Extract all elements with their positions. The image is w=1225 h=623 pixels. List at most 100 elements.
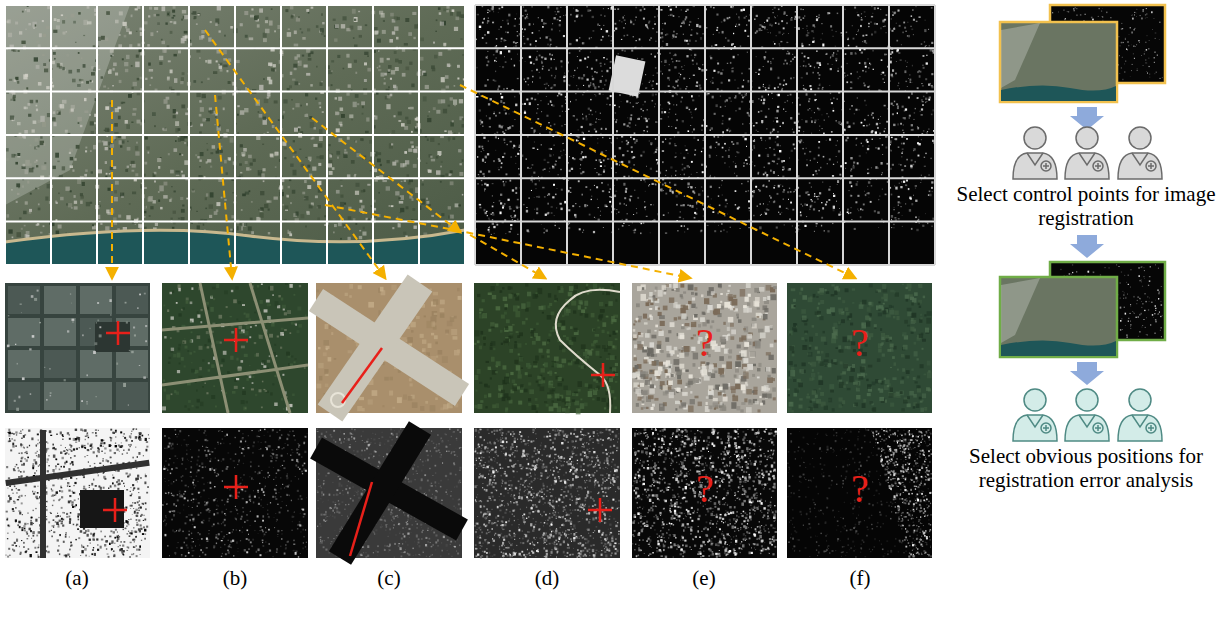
texture-dot (822, 181, 823, 183)
texture-dot (199, 166, 201, 167)
texture-dot (27, 9, 30, 12)
texture-dot (85, 150, 87, 152)
texture-dot (245, 192, 249, 195)
texture-dot (172, 17, 175, 19)
texture-dot (217, 6, 221, 11)
texture-dot (106, 210, 109, 214)
texture-dot (17, 122, 21, 125)
texture-dot (721, 185, 722, 186)
texture-dot (264, 204, 268, 208)
texture-dot (133, 82, 137, 86)
texture-dot (260, 191, 264, 195)
texture-dot (462, 118, 464, 120)
texture-dot (778, 185, 780, 188)
texture-dot (163, 195, 168, 199)
texture-dot (102, 141, 105, 143)
texture-dot (922, 85, 924, 86)
texture-dot (455, 203, 459, 207)
texture-dot (77, 69, 80, 72)
texture-dot (112, 85, 114, 86)
texture-dot (484, 34, 486, 35)
texture-dot (182, 205, 184, 207)
texture-dot (288, 28, 290, 30)
texture-dot (869, 124, 870, 125)
texture-dot (494, 233, 495, 234)
texture-dot (182, 154, 184, 156)
texture-dot (173, 115, 176, 118)
texture-dot (135, 62, 139, 68)
texture-dot (902, 106, 904, 108)
texture-dot (164, 182, 168, 186)
texture-dot (91, 131, 94, 134)
texture-dot (668, 117, 669, 118)
texture-dot (207, 159, 211, 162)
texture-dot (43, 143, 45, 146)
texture-dot (362, 139, 364, 142)
texture-dot (627, 118, 628, 119)
texture-dot (448, 105, 451, 107)
texture-dot (636, 139, 638, 142)
texture-dot (759, 226, 761, 229)
texture-dot (220, 150, 223, 153)
texture-dot (378, 152, 382, 155)
texture-dot (270, 200, 272, 202)
texture-dot (445, 75, 449, 79)
texture-dot (542, 26, 544, 28)
texture-dot (274, 100, 278, 103)
texture-dot (293, 156, 295, 158)
texture-dot (283, 111, 285, 114)
texture-dot (925, 102, 926, 104)
texture-dot (60, 104, 64, 108)
texture-dot (94, 122, 96, 124)
texture-dot (691, 114, 692, 115)
texture-dot (86, 202, 90, 206)
texture-dot (344, 226, 346, 228)
texture-dot (404, 151, 407, 154)
texture-dot (38, 82, 42, 86)
texture-dot (438, 7, 441, 10)
texture-dot (391, 70, 395, 74)
texture-dot (77, 84, 81, 87)
texture-dot (394, 26, 398, 30)
texture-dot (140, 88, 142, 90)
texture-dot (264, 99, 268, 103)
texture-dot (65, 130, 68, 133)
texture-dot (237, 226, 241, 230)
texture-dot (274, 197, 278, 200)
texture-dot (83, 64, 86, 68)
texture-dot (219, 30, 221, 32)
texture-dot (232, 192, 234, 193)
texture-dot (597, 143, 598, 144)
texture-dot (832, 64, 833, 65)
texture-dot (654, 21, 655, 22)
texture-dot (367, 55, 369, 57)
texture-dot (389, 205, 391, 207)
texture-dot (18, 50, 20, 52)
texture-dot (892, 30, 894, 32)
texture-dot (845, 168, 846, 169)
texture-dot (377, 159, 381, 163)
texture-dot (757, 206, 758, 207)
texture-dot (307, 28, 310, 31)
texture-dot (886, 32, 887, 33)
texture-dot (40, 232, 43, 234)
texture-dot (534, 99, 536, 101)
texture-dot (224, 160, 227, 164)
texture-dot (196, 24, 198, 25)
texture-dot (336, 151, 340, 155)
texture-dot (676, 153, 677, 154)
texture-dot (25, 9, 27, 11)
texture-dot (861, 122, 863, 124)
texture-dot (319, 107, 321, 109)
texture-dot (25, 169, 29, 174)
texture-dot (318, 143, 322, 147)
texture-dot (138, 44, 141, 47)
texture-dot (488, 141, 489, 142)
texture-dot (53, 52, 56, 55)
texture-dot (430, 138, 434, 143)
texture-dot (30, 163, 32, 166)
texture-dot (34, 161, 37, 163)
texture-dot (813, 208, 815, 210)
texture-dot (335, 112, 339, 116)
texture-dot (500, 212, 502, 215)
